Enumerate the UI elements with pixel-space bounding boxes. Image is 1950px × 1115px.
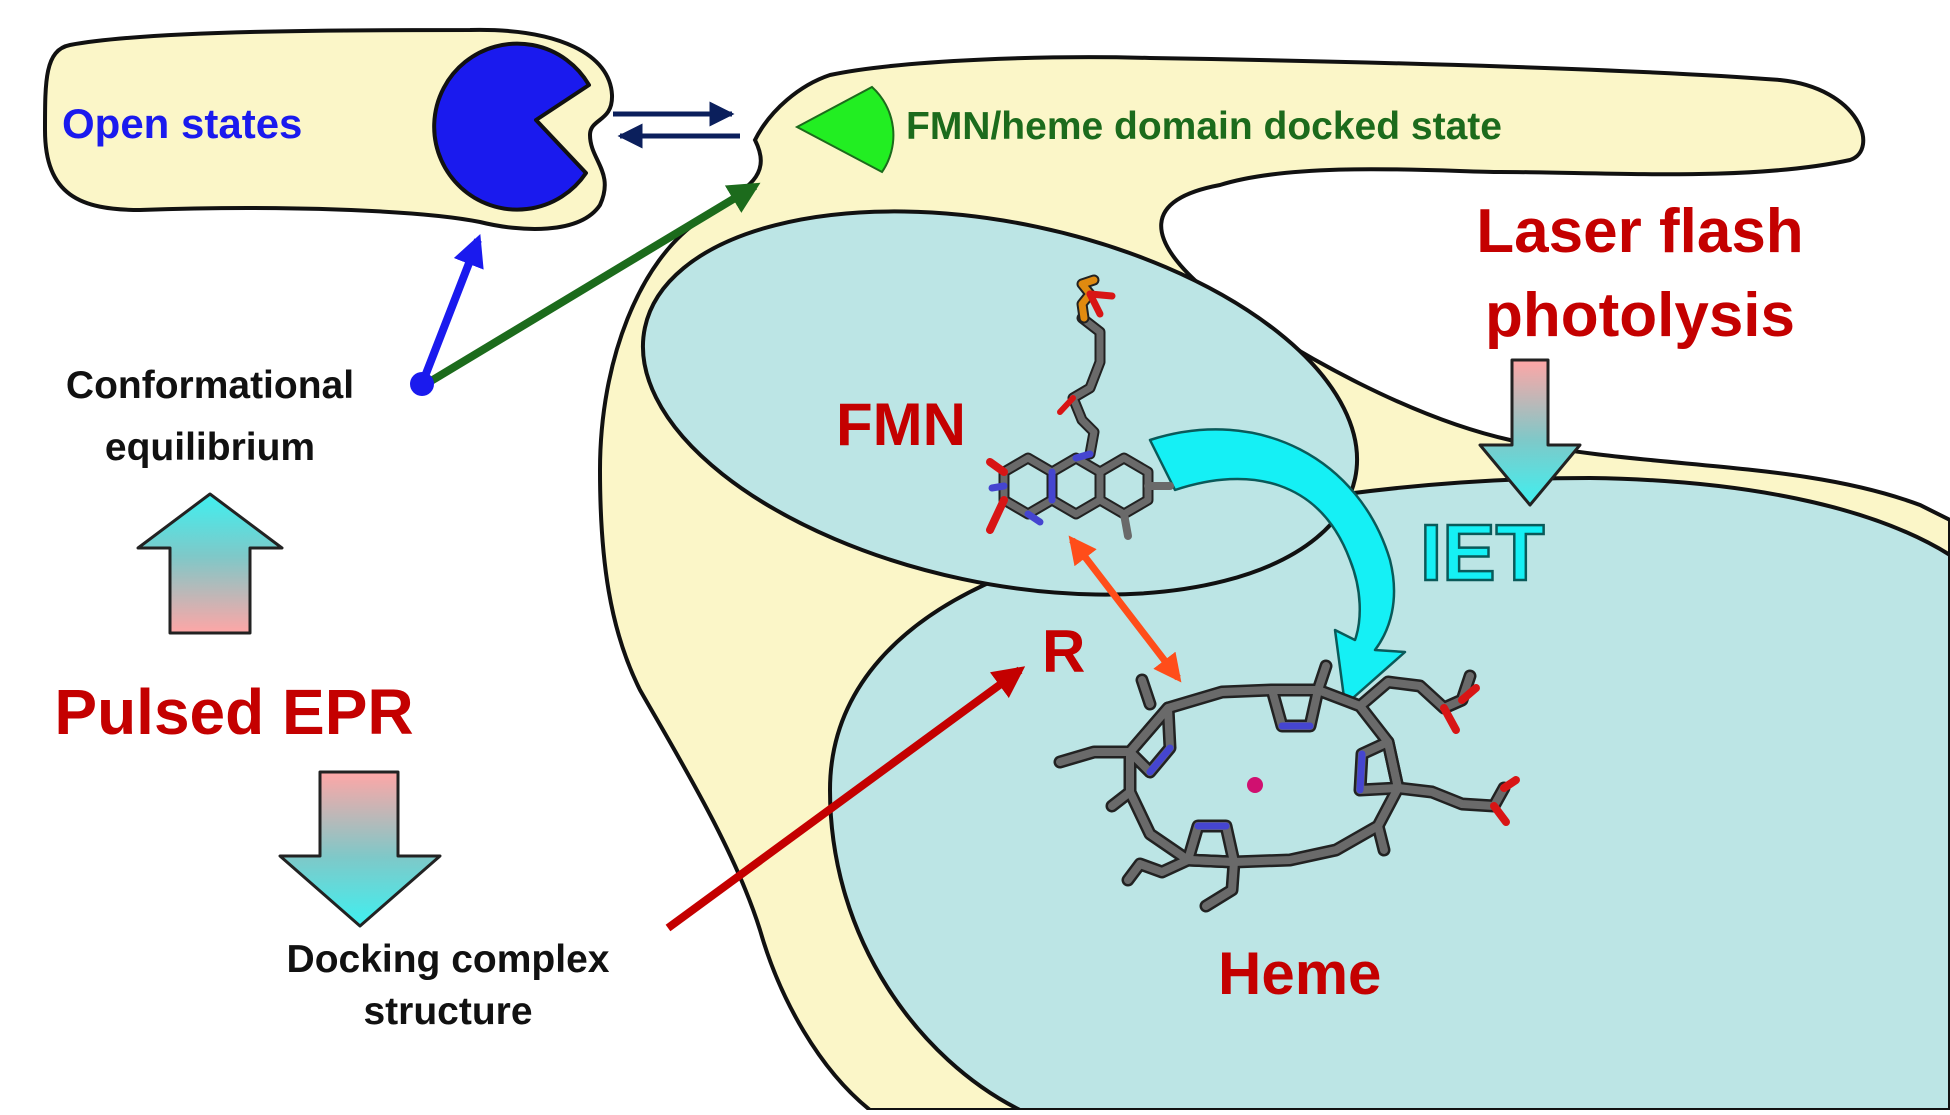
fmn-wedge-icon xyxy=(794,85,895,174)
green-arrow-icon xyxy=(423,182,761,388)
heme-label: Heme xyxy=(1218,940,1381,1007)
equilibrium-label: equilibrium xyxy=(105,426,315,469)
laser-down-arrow-icon xyxy=(1478,358,1582,507)
fmn-label: FMN xyxy=(836,391,966,458)
heme-molecule-icon xyxy=(1053,659,1520,913)
docked-state-label: FMN/heme domain docked state xyxy=(906,105,1502,148)
epr-up-arrow-icon xyxy=(136,492,284,635)
arrow-origin-dot xyxy=(410,372,434,396)
structure-label: structure xyxy=(363,990,532,1033)
fmn-domain-shape xyxy=(640,209,1360,597)
equilibrium-arrows-icon xyxy=(613,101,740,149)
laser-flash-label: Laser flash xyxy=(1476,197,1803,266)
blue-arrow-icon xyxy=(418,234,484,386)
photolysis-label: photolysis xyxy=(1485,281,1795,350)
fmn-molecule-icon xyxy=(986,274,1174,540)
red-arrow-icon xyxy=(665,666,1026,932)
docking-complex-label: Docking complex xyxy=(287,938,610,981)
iet-label: IET xyxy=(1420,508,1545,597)
open-states-label: Open states xyxy=(62,100,302,147)
open-state-pacman-icon xyxy=(432,41,591,212)
iet-curved-arrow-icon xyxy=(1148,428,1407,707)
r-label: R xyxy=(1042,618,1085,685)
distance-arrow-icon xyxy=(1068,535,1182,683)
epr-down-arrow-icon xyxy=(278,770,442,928)
iron-atom-icon xyxy=(1247,777,1263,793)
conformational-label: Conformational xyxy=(66,364,354,407)
pulsed-epr-label: Pulsed EPR xyxy=(54,676,413,748)
